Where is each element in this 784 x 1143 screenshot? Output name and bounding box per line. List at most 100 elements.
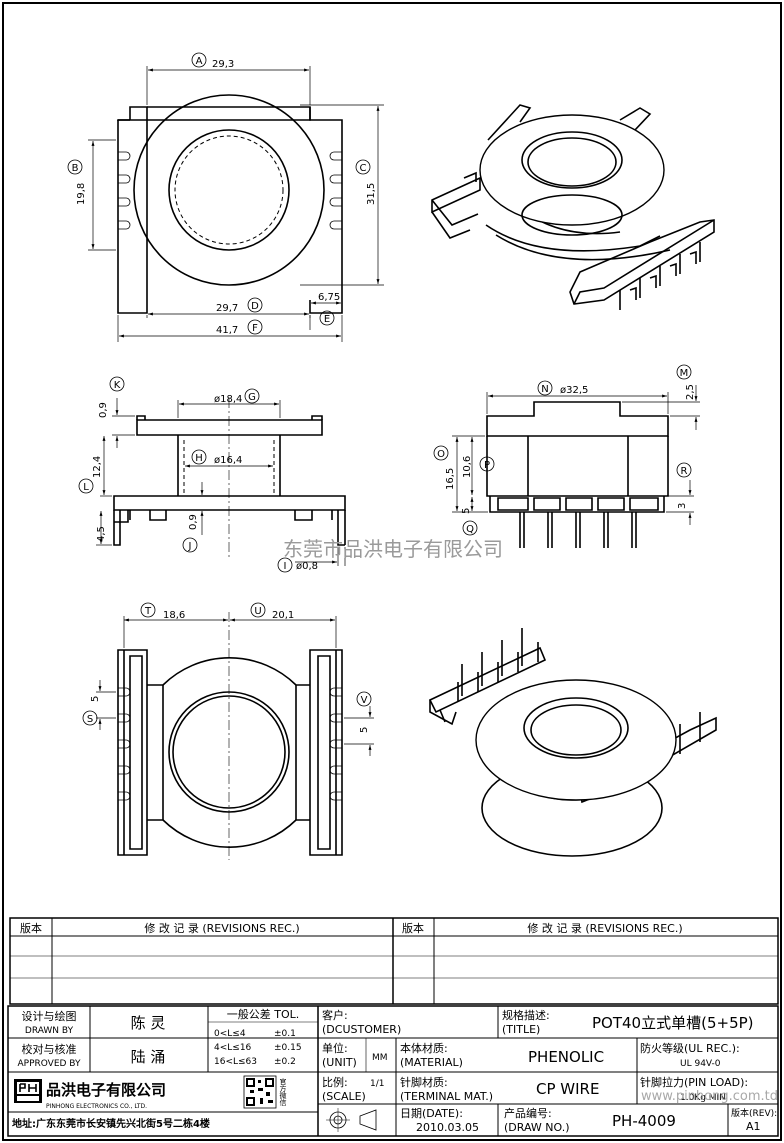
company-name-en: PINHONG ELECTRONICS CO., LTD. <box>46 1103 147 1110</box>
dim-m: 2,5 <box>685 384 696 400</box>
rev-value: A1 <box>746 1120 761 1133</box>
title-label-cn: 规格描述: <box>502 1008 550 1022</box>
dim-c: 31,5 <box>366 183 377 205</box>
fire-label: 防火等级(UL REC.): <box>640 1041 740 1055</box>
label-g: G <box>248 392 256 403</box>
tol-val-3: ±0.2 <box>274 1057 296 1067</box>
label-b: B <box>72 163 79 174</box>
title-label-en: (TITLE) <box>502 1023 540 1036</box>
unit-value: MM <box>372 1053 388 1063</box>
label-q: Q <box>466 524 474 535</box>
tol-val-1: ±0.1 <box>274 1029 296 1039</box>
dim-t: 18,6 <box>163 610 185 621</box>
dim-o: 16,5 <box>445 468 456 490</box>
label-j: J <box>188 541 192 552</box>
material-label-cn: 本体材质: <box>400 1041 448 1055</box>
tol-range-3: 16<L≤63 <box>214 1057 257 1067</box>
dim-q: 5 <box>461 508 472 514</box>
label-s: S <box>87 714 93 725</box>
approved-by-label-en: APPROVED BY <box>17 1059 81 1069</box>
bottom-view: T 18,6 U 20,1 5 S 5 V <box>82 602 374 860</box>
dim-s: 5 <box>90 696 101 702</box>
flange-outline <box>133 94 325 286</box>
drawn-by-label-cn: 设计与绘图 <box>22 1009 77 1023</box>
label-f: F <box>252 323 258 334</box>
revisions-table: 版本 修 改 记 录 (REVISIONS REC.) 版本 修 改 记 录 (… <box>9 917 779 1005</box>
label-a: A <box>196 56 203 67</box>
dim-p: 10,6 <box>462 456 473 478</box>
date-label: 日期(DATE): <box>400 1107 463 1120</box>
top-view: A 29,3 B 19,8 C 31,5 29,7 D 6,75 E 41,7 <box>67 52 384 342</box>
material-label-en: (MATERIAL) <box>400 1056 463 1069</box>
rev-col-version-left: 版本 <box>20 921 42 935</box>
label-k: K <box>114 380 121 391</box>
dim-k: 0,9 <box>98 402 109 418</box>
terminal-label-en: (TERMINAL MAT.) <box>400 1090 493 1103</box>
dim-e: 6,75 <box>318 292 340 303</box>
customer-label-en: (DCUSTOMER) <box>322 1023 401 1036</box>
dim-u: 20,1 <box>272 610 294 621</box>
material-value: PHENOLIC <box>528 1048 604 1066</box>
side-view-left: ø18,4 G ø16,4 H 0,9 K 12,4 L 4,5 0,9 J <box>78 376 346 573</box>
dim-f: 41,7 <box>216 325 238 336</box>
label-v: V <box>361 695 368 706</box>
fire-value: UL 94V-0 <box>680 1059 721 1069</box>
scale-label-en: (SCALE) <box>322 1090 366 1103</box>
label-h: H <box>195 453 203 464</box>
dim-v: 5 <box>359 727 370 733</box>
customer-label-cn: 客户: <box>322 1008 348 1022</box>
pinload-value: 1.0Kg MIN <box>680 1093 726 1103</box>
dim-g: ø18,4 <box>214 394 242 405</box>
company-address: 地址:广东东莞市长安镇先兴北街5号二栋4楼 <box>12 1117 210 1130</box>
label-l: L <box>83 482 89 493</box>
qr-caption: 官方微信 <box>279 1077 287 1107</box>
dim-45: 4,5 <box>96 526 107 542</box>
dim-n: ø32,5 <box>560 385 588 396</box>
label-o: O <box>437 449 445 460</box>
label-r: R <box>681 466 688 477</box>
drawno-label-en: (DRAW NO.) <box>504 1121 569 1134</box>
label-d: D <box>251 301 259 312</box>
company-logo-icon <box>14 1079 42 1103</box>
tol-range-1: 0<L≤4 <box>214 1029 246 1039</box>
pinload-label: 针脚拉力(PIN LOAD): <box>640 1075 748 1089</box>
dim-j: 0,9 <box>188 514 199 530</box>
scale-label-cn: 比例: <box>322 1075 348 1089</box>
tol-range-2: 4<L≤16 <box>214 1043 252 1053</box>
date-value: 2010.03.05 <box>416 1121 479 1134</box>
title-value: POT40立式单槽(5+5P) <box>592 1014 754 1032</box>
label-i: I <box>284 561 287 572</box>
projection-symbol-icon <box>326 1108 377 1132</box>
tolerance-title: 一般公差 TOL. <box>227 1007 300 1021</box>
watermark-url: www.pinhong.com.td <box>641 1089 778 1104</box>
tol-val-2: ±0.15 <box>274 1043 302 1053</box>
approved-by-name: 陆 涌 <box>131 1048 166 1066</box>
label-e: E <box>324 314 330 325</box>
terminal-value: CP WIRE <box>536 1080 599 1098</box>
isometric-view-top <box>431 104 715 310</box>
label-t: T <box>144 606 152 617</box>
rev-label: 版本(REV): <box>731 1107 777 1119</box>
rev-col-version-right: 版本 <box>402 921 424 935</box>
unit-label-cn: 单位: <box>322 1041 348 1055</box>
label-p: P <box>484 460 490 471</box>
drawn-by-label-en: DRAWN BY <box>25 1026 74 1036</box>
dim-l: 12,4 <box>92 456 103 478</box>
side-view-right: N ø32,5 2,5 M 16,5 O 10,6 P 5 Q 3 R <box>433 364 700 548</box>
rev-col-record-right: 修 改 记 录 (REVISIONS REC.) <box>527 921 682 935</box>
title-block: 设计与绘图 DRAWN BY 陈 灵 校对与核准 APPROVED BY 陆 涌… <box>7 1005 779 1137</box>
qr-code-icon <box>243 1075 277 1109</box>
dim-r: 3 <box>677 503 688 509</box>
company-name-cn: 品洪电子有限公司 <box>46 1081 166 1099</box>
terminal-label-cn: 针脚材质: <box>400 1075 448 1089</box>
label-c: C <box>360 163 367 174</box>
drawno-label-cn: 产品编号: <box>504 1106 552 1120</box>
drawn-by-name: 陈 灵 <box>131 1014 166 1032</box>
dim-d: 29,7 <box>216 303 238 314</box>
watermark-company: 东莞市品洪电子有限公司 <box>283 537 503 561</box>
dim-i: ø0,8 <box>296 561 318 572</box>
approved-by-label-cn: 校对与核准 <box>22 1042 77 1056</box>
dim-b: 19,8 <box>76 183 87 205</box>
